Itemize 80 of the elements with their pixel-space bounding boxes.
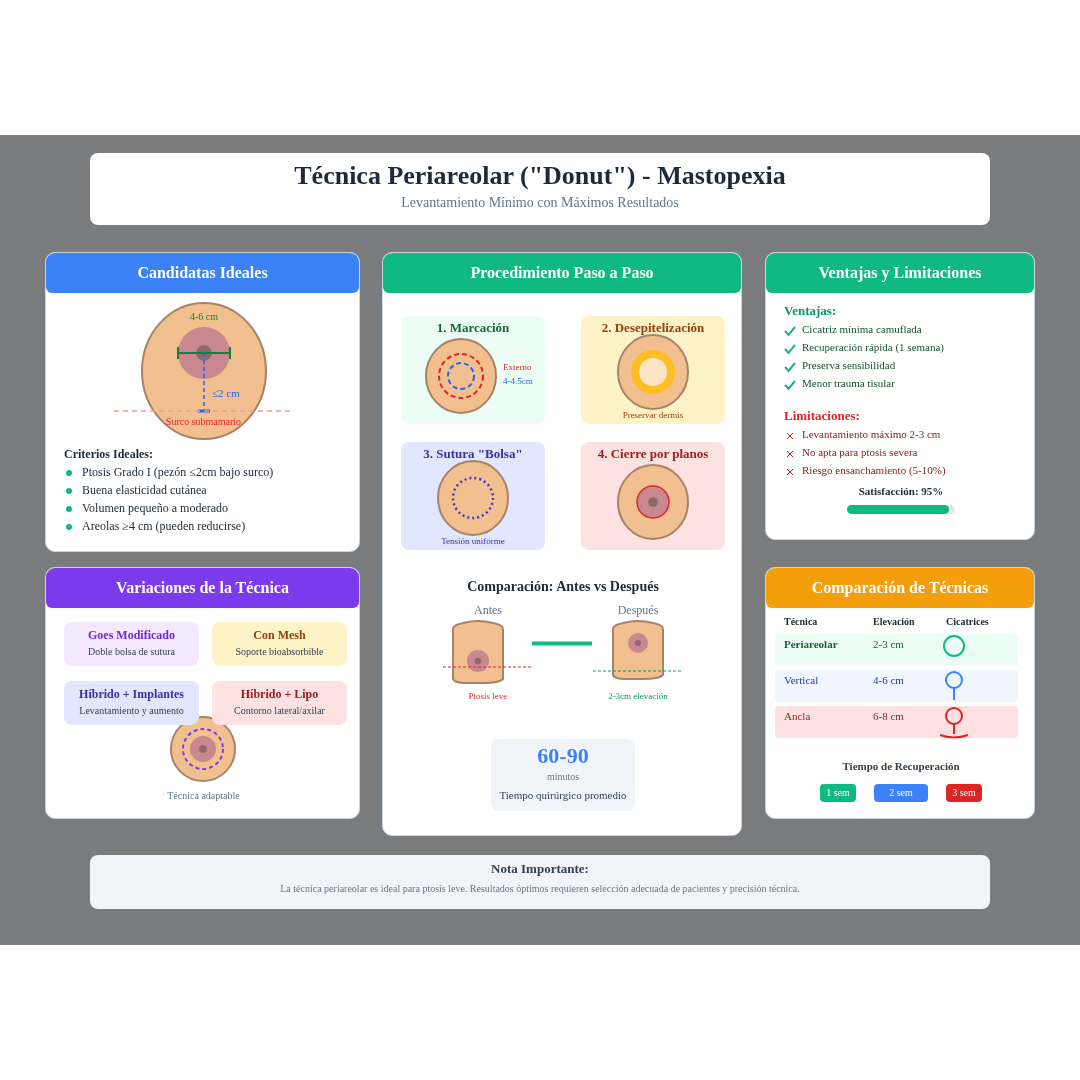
list-item: Volumen pequeño a moderado <box>82 501 229 516</box>
list-heading: Ventajas: <box>784 303 837 319</box>
note-banner <box>90 855 990 909</box>
step-title: 3. Sutura "Bolsa" <box>422 446 524 462</box>
step-card <box>401 316 545 424</box>
recovery-time-tag: 1 sem <box>820 784 856 802</box>
variant-title: Goes Modificado <box>87 628 176 643</box>
list-item: Riesgo ensanchamiento (5-10%) <box>802 464 946 476</box>
variant-card <box>212 681 347 725</box>
list-item: Ptosis Grado I (pezón ≤2cm bajo surco) <box>82 465 274 480</box>
table-text: Ancla <box>784 710 811 722</box>
table-text: 4-6 cm <box>873 674 904 686</box>
list-item: Levantamiento máximo 2-3 cm <box>802 428 941 440</box>
info-panel <box>765 567 1035 819</box>
list-item: Preserva sensibilidad <box>802 359 896 371</box>
variant-title: Híbrido + Implantes <box>78 687 185 702</box>
step-card <box>581 442 725 550</box>
list-item: Buena elasticidad cutánea <box>82 483 207 498</box>
figure-note: Ptosis leve <box>467 691 509 701</box>
recovery-time-tag: 2 sem <box>874 784 928 802</box>
variant-description: Doble bolsa de sutura <box>87 646 176 657</box>
section-heading: Tiempo de Recuperación <box>841 760 961 772</box>
marking-label: Externo <box>503 362 532 372</box>
stat-caption: Tiempo quirúrgico promedio <box>498 789 628 801</box>
note-heading: Nota Importante: <box>490 861 590 877</box>
table-text: 2-3 cm <box>873 638 904 650</box>
figure-caption: Después <box>616 603 660 618</box>
step-note: Tensión uniforme <box>440 536 506 546</box>
list-item: Areolas ≥4 cm (pueden reducirse) <box>82 519 246 534</box>
table-text: Vertical <box>784 674 819 686</box>
variant-description: Levantamiento y aumento <box>78 705 185 716</box>
figure-caption: Antes <box>473 603 503 618</box>
list-heading: Limitaciones: <box>784 408 860 424</box>
column-header: Elevación <box>873 616 915 627</box>
variant-card <box>212 622 347 666</box>
satisfaction-label: Satisfacción: 95% <box>857 485 945 497</box>
table-text: Periareolar <box>784 638 838 650</box>
panel-heading: Procedimiento Paso a Paso <box>383 253 741 293</box>
list-item: Recuperación rápida (1 semana) <box>802 341 944 353</box>
info-panel <box>45 252 360 552</box>
variant-description: Soporte bioabsorbible <box>234 646 325 657</box>
step-title: 4. Cierre por planos <box>596 446 710 462</box>
info-panel <box>765 252 1035 540</box>
panel-heading: Ventajas y Limitaciones <box>766 253 1034 293</box>
step-note: Preservar dermis <box>621 410 685 420</box>
variant-card <box>64 681 199 725</box>
figure-note: 2-3cm elevación <box>607 691 669 701</box>
variant-description: Contorno lateral/axilar <box>233 705 326 716</box>
dimension-label: ≤2 cm <box>212 387 240 399</box>
list-heading: Criterios Ideales: <box>64 447 153 462</box>
page-title: Técnica Periareolar ("Donut") - Mastopexia <box>293 161 787 191</box>
panel-heading: Candidatas Ideales <box>46 253 359 293</box>
section-heading: Comparación: Antes vs Después <box>466 579 660 595</box>
column-header: Técnica <box>784 616 818 627</box>
step-title: 1. Marcación <box>435 320 511 336</box>
step-card <box>401 442 545 550</box>
list-item: Menor trauma tisular <box>802 377 895 389</box>
subtitle: Levantamiento Mínimo con Máximos Resultados <box>400 195 680 211</box>
figure-caption: Técnica adaptable <box>166 790 241 801</box>
note-text: La técnica periareolar es ideal para ptosis leve. Resultados óptimos requieren selección adecuada de pacientes y precisión técnica. <box>279 883 801 894</box>
variant-title: Híbrido + Lipo <box>239 687 320 702</box>
step-card <box>581 316 725 424</box>
recovery-time-tag: 3 sem <box>946 784 982 802</box>
table-text: 6-8 cm <box>873 710 904 722</box>
variant-title: Con Mesh <box>252 628 307 643</box>
column-header: Cicatrices <box>946 616 989 627</box>
panel-heading: Comparación de Técnicas <box>766 568 1034 608</box>
dimension-label: 4-6 cm <box>188 311 219 322</box>
panel-heading: Variaciones de la Técnica <box>46 568 359 608</box>
title-banner <box>90 153 990 225</box>
landmark-label: Surco submamario <box>164 416 243 427</box>
info-panel <box>382 252 742 836</box>
step-title: 2. Desepitelización <box>600 320 706 336</box>
connector-line <box>532 641 592 646</box>
stat-value: 60-90 <box>536 743 590 769</box>
stat-unit: minutos <box>545 771 581 782</box>
info-panel <box>45 567 360 819</box>
list-item: Cicatriz mínima camuflada <box>802 323 922 335</box>
marking-label: 4-4.5cm <box>503 376 533 386</box>
list-item: No apta para ptosis severa <box>802 446 918 458</box>
